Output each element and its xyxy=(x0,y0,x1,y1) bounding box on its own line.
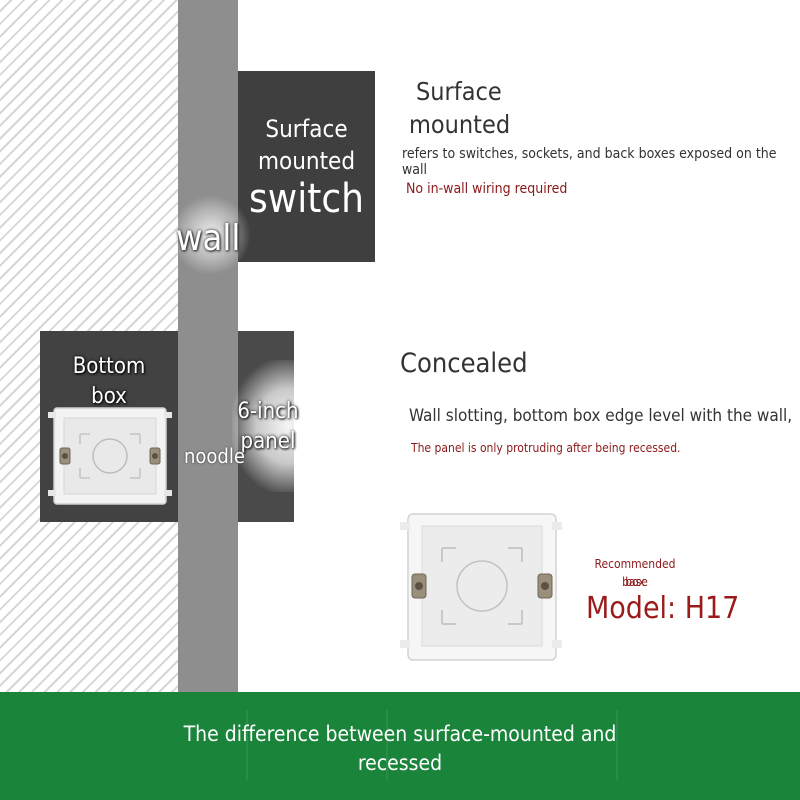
panel-glow xyxy=(232,360,312,492)
wall-label: wall xyxy=(176,218,241,259)
surface-description: refers to switches, sockets, and back bo… xyxy=(402,146,777,178)
surface-title-line2: mounted xyxy=(409,110,511,139)
surface-note: No in-wall wiring required xyxy=(406,181,568,197)
concealed-description: Wall slotting, bottom box edge level wit… xyxy=(409,406,793,426)
model-label: Model: H17 xyxy=(586,591,740,626)
footer-caption-line1: The difference between surface-mounted a… xyxy=(183,722,617,746)
wall-strip xyxy=(178,0,238,692)
panel-label-line1: 6-inch xyxy=(237,399,299,424)
concealed-note: The panel is only protruding after being… xyxy=(411,441,681,455)
panel-label-line2: panel xyxy=(240,429,296,454)
surface-title-line1: Surface xyxy=(416,77,502,106)
footer-texture-line xyxy=(616,710,618,780)
surface-mounted-switch-block: Surface mounted switch xyxy=(238,71,375,262)
footer-banner xyxy=(0,692,800,800)
wall-label-glow xyxy=(172,196,250,274)
footer-caption: The difference between surface-mounted a… xyxy=(0,720,800,778)
surface-switch-label-line1: Surface xyxy=(265,115,348,143)
footer-caption-line2: recessed xyxy=(357,751,443,775)
small-bottom-box-image xyxy=(48,407,172,505)
bottom-box-label-line1: Bottom xyxy=(72,354,146,379)
noodle-label: noodle xyxy=(184,444,245,468)
bottom-box-label-line2: box xyxy=(91,384,127,409)
concealed-title: Concealed xyxy=(400,348,528,379)
footer-texture-line xyxy=(386,710,388,780)
recommended-label-line1: Recommended base xyxy=(594,557,676,589)
footer-texture-line xyxy=(246,710,248,780)
surface-switch-label-line3: switch xyxy=(249,176,364,222)
surface-switch-label-line2: mounted xyxy=(257,147,356,175)
large-bottom-box-image xyxy=(400,513,562,661)
recommended-label-line2: box xyxy=(625,575,645,589)
